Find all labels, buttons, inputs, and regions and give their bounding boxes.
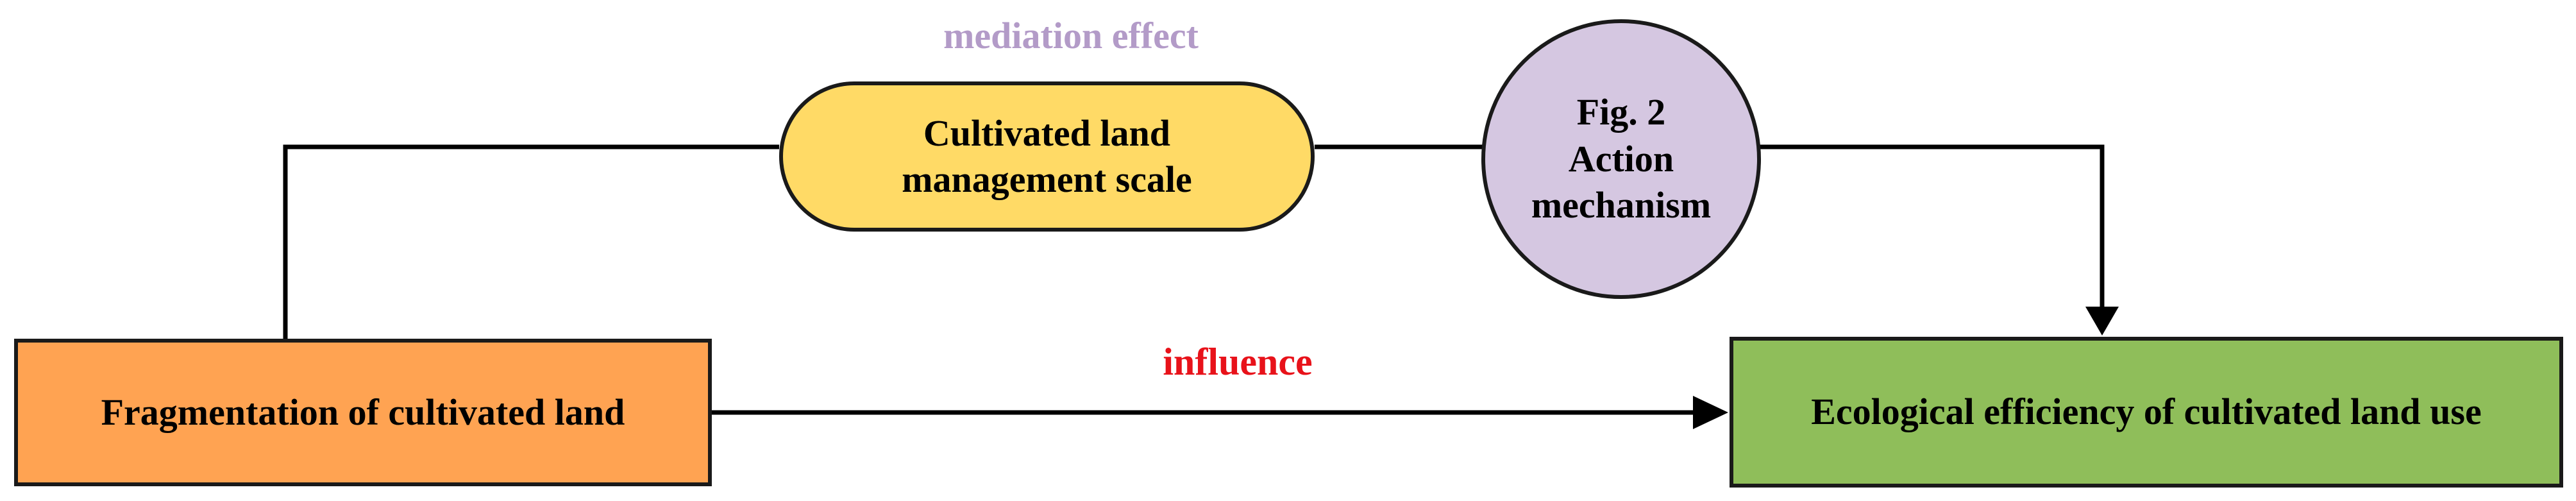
target-node-label: Ecological efficiency of cultivated land… <box>1811 391 2482 433</box>
arrowhead-right <box>1693 396 1728 429</box>
influence-label: influence <box>1163 341 1313 383</box>
caption-node: Fig. 2 Action mechanism <box>1483 21 1759 297</box>
connector-source-to-mediator <box>283 144 779 339</box>
target-node: Ecological efficiency of cultivated land… <box>1730 337 2563 488</box>
caption-node-label: Fig. 2 Action mechanism <box>1531 91 1712 226</box>
source-node: Fragmentation of cultivated land <box>14 339 712 486</box>
connector-caption-to-target <box>1757 144 2105 314</box>
mediation-effect-label: mediation effect <box>943 15 1199 56</box>
source-node-label: Fragmentation of cultivated land <box>101 391 625 433</box>
mediator-node: Cultivated land management scale <box>779 81 1315 232</box>
arrowhead-down <box>2085 307 2119 335</box>
caption-circle-shape <box>1481 19 1761 299</box>
mediator-node-label: Cultivated land management scale <box>902 112 1192 201</box>
